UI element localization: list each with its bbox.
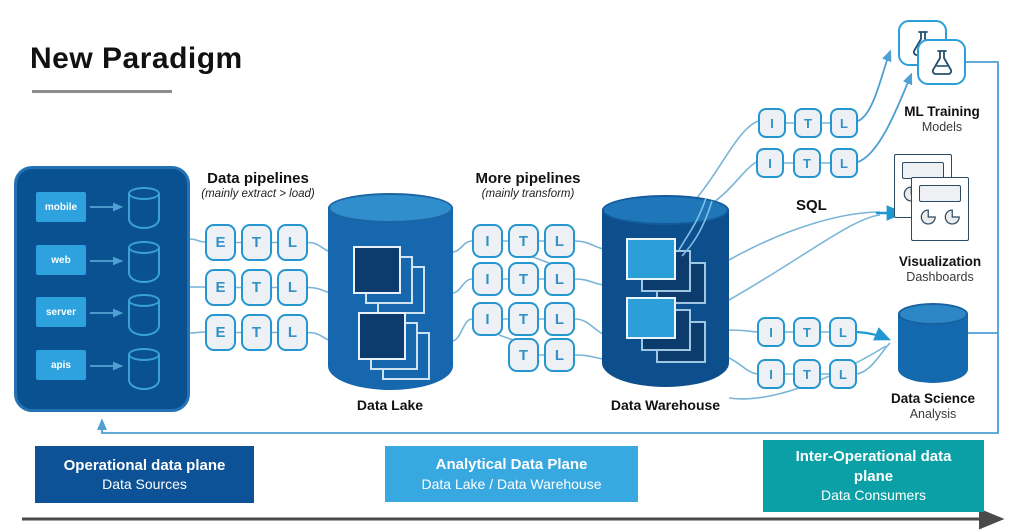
data-pipelines-title: Data pipelines — [207, 170, 309, 187]
file-stack-front — [353, 246, 401, 294]
pipeline-box: T — [508, 262, 539, 296]
analytical-plane-title: Analytical Data Plane — [435, 456, 588, 474]
inter-operational-plane-banner: Inter-Operational data plane Data Consum… — [763, 440, 984, 512]
pipeline-box: T — [793, 317, 821, 347]
inter-operational-plane-subtitle: Data Consumers — [820, 487, 927, 504]
pipeline-box: L — [830, 108, 858, 138]
table-stack-front — [626, 238, 676, 280]
pipeline-box: I — [472, 224, 503, 258]
pipeline-box: T — [793, 148, 821, 178]
data-science-caption: Data Science Analysis — [871, 391, 995, 421]
source-chip-web: web — [36, 245, 86, 275]
data-science-label: Data Science — [890, 391, 976, 406]
inter-operational-plane-title: Inter-Operational data plane — [795, 448, 952, 485]
data-pipelines-label: Data pipelines (mainly extract > load) — [192, 170, 324, 200]
flask-icon — [931, 50, 952, 75]
dashboard-card-front — [911, 177, 969, 241]
visualization-caption: Visualization Dashboards — [876, 254, 1004, 284]
database-icon — [128, 187, 160, 229]
database-icon — [128, 241, 160, 283]
pipeline-box: L — [830, 148, 858, 178]
pipeline-box: T — [794, 108, 822, 138]
pipeline-box: I — [757, 359, 785, 389]
pipeline-box: T — [241, 269, 272, 306]
ml-models-label: Models — [921, 120, 963, 134]
operational-plane-subtitle: Data Sources — [102, 476, 187, 493]
ml-model-card-front — [917, 39, 966, 85]
pipeline-box: T — [508, 224, 539, 258]
pipeline-box: L — [544, 224, 575, 258]
pipeline-box: T — [508, 302, 539, 336]
operational-plane-title: Operational data plane — [63, 456, 226, 474]
sql-label: SQL — [796, 197, 827, 214]
ml-training-caption: ML Training Models — [880, 104, 1004, 134]
pipeline-box: I — [757, 317, 785, 347]
pipeline-box: L — [829, 359, 857, 389]
pipeline-box: L — [544, 338, 575, 372]
analysis-label: Analysis — [909, 407, 957, 421]
pipeline-box: I — [472, 302, 503, 336]
pipeline-box: E — [205, 314, 236, 351]
pipeline-box: E — [205, 269, 236, 306]
pipeline-box: L — [277, 224, 308, 261]
pipeline-box: T — [508, 338, 539, 372]
analytical-plane-banner: Analytical Data Plane Data Lake / Data W… — [385, 446, 638, 502]
source-chip-mobile: mobile — [36, 192, 86, 222]
pipeline-box: I — [756, 148, 784, 178]
dashboard-pie-row — [912, 207, 968, 227]
visualization-label: Visualization — [898, 254, 982, 269]
pipeline-box: L — [277, 314, 308, 351]
pipeline-box: L — [544, 302, 575, 336]
pipeline-box: L — [829, 317, 857, 347]
operational-plane-banner: Operational data plane Data Sources — [35, 446, 254, 503]
more-pipelines-label: More pipelines (mainly transform) — [458, 170, 598, 200]
analytical-plane-subtitle: Data Lake / Data Warehouse — [421, 475, 602, 492]
source-chip-server: server — [36, 297, 86, 327]
dashboards-label: Dashboards — [906, 270, 974, 284]
pipeline-box: T — [241, 224, 272, 261]
file-stack-front — [358, 312, 406, 360]
title-underline — [32, 90, 172, 93]
pipeline-box: T — [793, 359, 821, 389]
database-icon — [128, 294, 160, 336]
pie-chart-icon — [944, 209, 960, 225]
pipeline-box: I — [758, 108, 786, 138]
pipeline-box: L — [544, 262, 575, 296]
pie-chart-icon — [920, 209, 936, 225]
pipeline-box: L — [277, 269, 308, 306]
data-science-cylinder — [898, 303, 968, 383]
more-pipelines-title: More pipelines — [475, 170, 581, 187]
table-stack-front — [626, 297, 676, 339]
pipeline-box: I — [472, 262, 503, 296]
data-science-input-arrow — [856, 327, 892, 341]
dashboard-bar-widget — [919, 185, 961, 202]
pipeline-box: E — [205, 224, 236, 261]
source-chip-apis: apis — [36, 350, 86, 380]
data-pipelines-subtitle: (mainly extract > load) — [201, 188, 315, 200]
database-icon — [128, 348, 160, 390]
ml-training-label: ML Training — [904, 104, 980, 119]
data-lake-label: Data Lake — [356, 397, 424, 413]
page-title: New Paradigm — [30, 42, 243, 75]
pipeline-box: T — [241, 314, 272, 351]
more-pipelines-subtitle: (mainly transform) — [481, 188, 575, 200]
data-warehouse-label: Data Warehouse — [610, 397, 721, 413]
